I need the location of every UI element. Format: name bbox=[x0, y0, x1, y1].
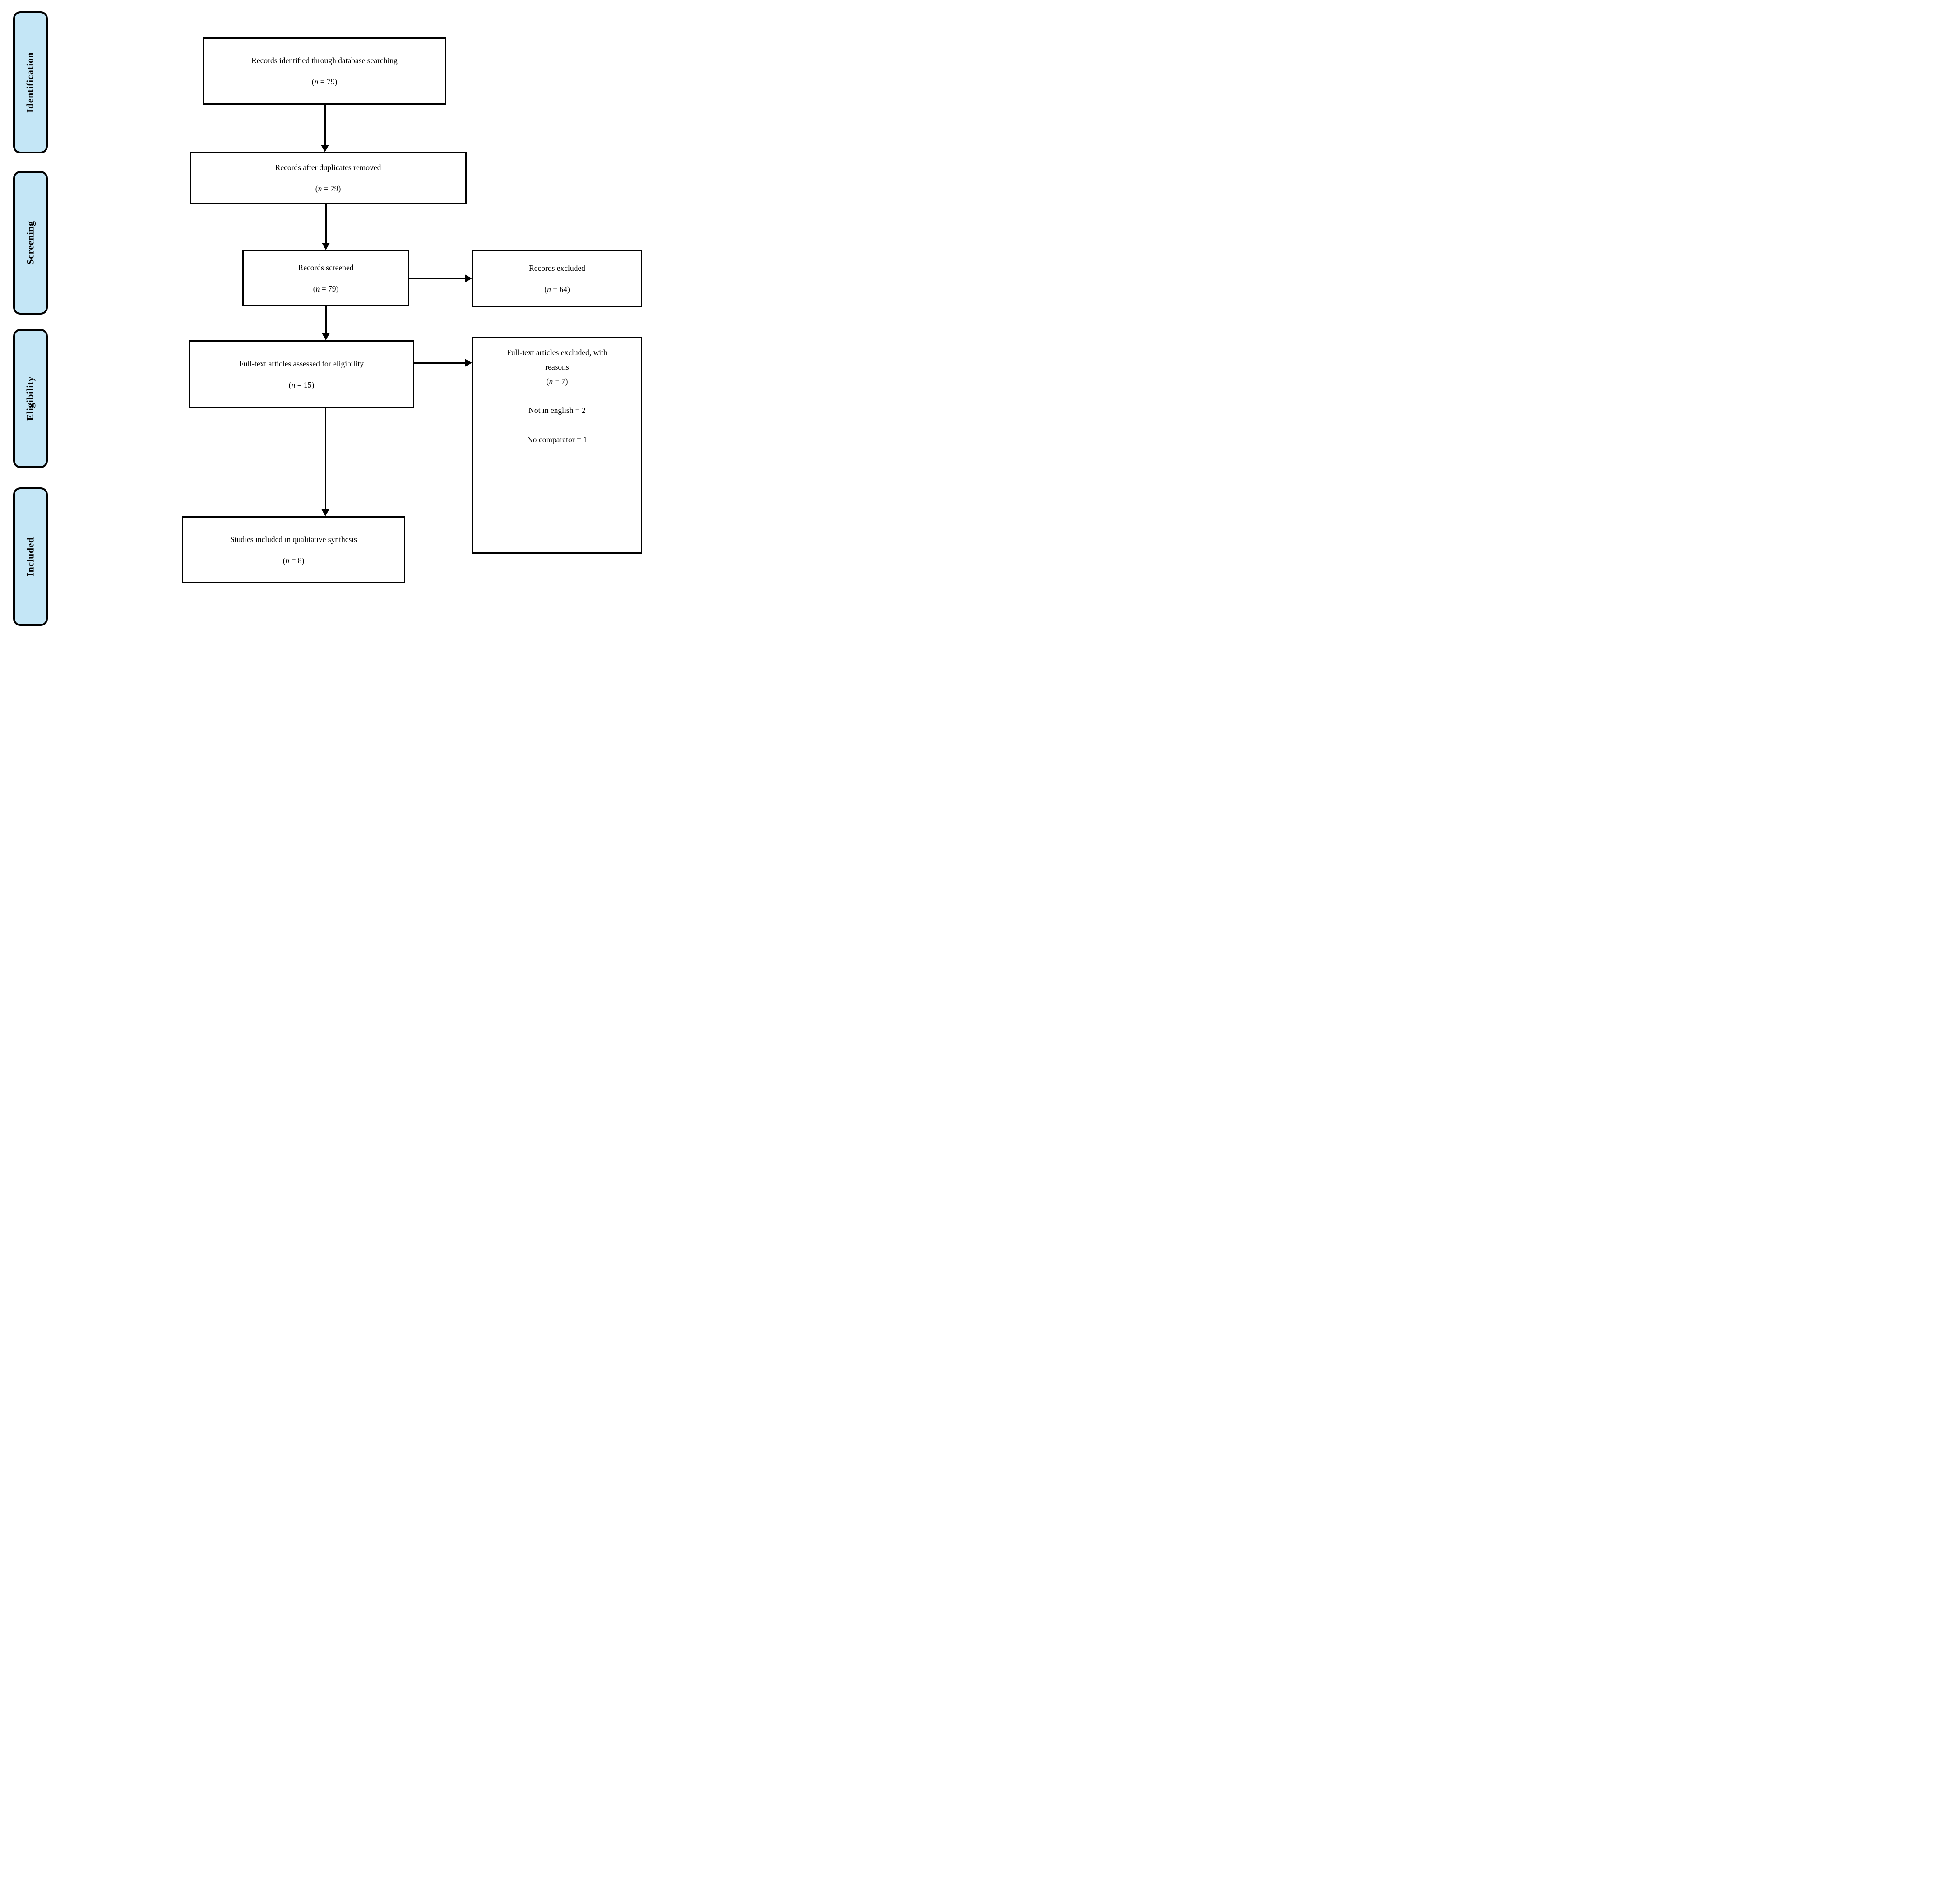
box-fulltext-assessed-count: (n = 15) bbox=[288, 380, 315, 389]
box-duplicates-removed: Records after duplicates removed (n = 79… bbox=[190, 152, 467, 204]
box-qualitative-synthesis-count: (n = 8) bbox=[283, 556, 305, 565]
box-records-excluded-count: (n = 64) bbox=[544, 284, 570, 294]
stage-eligibility-label: Eligibility bbox=[24, 376, 36, 421]
exclusion-reason-no-comparator: No comparator = 1 bbox=[527, 435, 587, 444]
box-records-identified-count: (n = 79) bbox=[311, 77, 338, 86]
stage-identification-label: Identification bbox=[24, 52, 36, 113]
arrow-screened-to-fulltext-head bbox=[322, 333, 330, 340]
stage-screening-label: Screening bbox=[24, 221, 36, 265]
box-qualitative-synthesis-title: Studies included in qualitative synthesi… bbox=[230, 534, 357, 544]
box-fulltext-assessed: Full-text articles assessed for eligibil… bbox=[189, 340, 414, 408]
box-fulltext-assessed-title: Full-text articles assessed for eligibil… bbox=[239, 359, 364, 368]
exclusion-reason-not-in-english: Not in english = 2 bbox=[528, 406, 586, 415]
arrow-fulltext-to-excluded-head bbox=[465, 359, 472, 367]
arrow-fulltext-to-included-shaft bbox=[325, 408, 326, 509]
box-fulltext-excluded-title-line1: Full-text articles excluded, with bbox=[507, 348, 607, 357]
prisma-flow-diagram: Identification Screening Eligibility Inc… bbox=[0, 0, 653, 631]
box-duplicates-removed-count: (n = 79) bbox=[315, 184, 341, 193]
box-records-screened-title: Records screened bbox=[298, 263, 354, 272]
arrow-duplicates-to-screened-head bbox=[322, 243, 330, 250]
arrow-identified-to-duplicates-head bbox=[321, 145, 329, 152]
arrow-screened-to-excluded-head bbox=[465, 274, 472, 282]
arrow-fulltext-to-included-head bbox=[321, 509, 329, 516]
box-records-excluded: Records excluded (n = 64) bbox=[472, 250, 642, 307]
arrow-screened-to-fulltext-shaft bbox=[325, 306, 327, 333]
box-records-identified-title: Records identified through database sear… bbox=[251, 56, 398, 65]
stage-identification: Identification bbox=[13, 11, 48, 153]
box-fulltext-excluded-title-line2: reasons bbox=[545, 362, 569, 371]
stage-included-label: Included bbox=[24, 537, 36, 577]
arrow-screened-to-excluded-shaft bbox=[409, 278, 465, 279]
box-fulltext-excluded: Full-text articles excluded, with reason… bbox=[472, 337, 642, 554]
arrow-fulltext-to-excluded-shaft bbox=[414, 362, 465, 364]
box-records-identified: Records identified through database sear… bbox=[203, 37, 446, 105]
stage-included: Included bbox=[13, 487, 48, 626]
box-duplicates-removed-title: Records after duplicates removed bbox=[275, 163, 381, 172]
arrow-identified-to-duplicates-shaft bbox=[324, 105, 326, 145]
box-fulltext-excluded-count: (n = 7) bbox=[546, 377, 568, 386]
box-records-excluded-title: Records excluded bbox=[529, 263, 585, 273]
box-records-screened-count: (n = 79) bbox=[313, 284, 339, 293]
stage-eligibility: Eligibility bbox=[13, 329, 48, 468]
box-records-screened: Records screened (n = 79) bbox=[242, 250, 409, 306]
box-qualitative-synthesis: Studies included in qualitative synthesi… bbox=[182, 516, 405, 583]
arrow-duplicates-to-screened-shaft bbox=[325, 204, 327, 243]
stage-screening: Screening bbox=[13, 171, 48, 315]
